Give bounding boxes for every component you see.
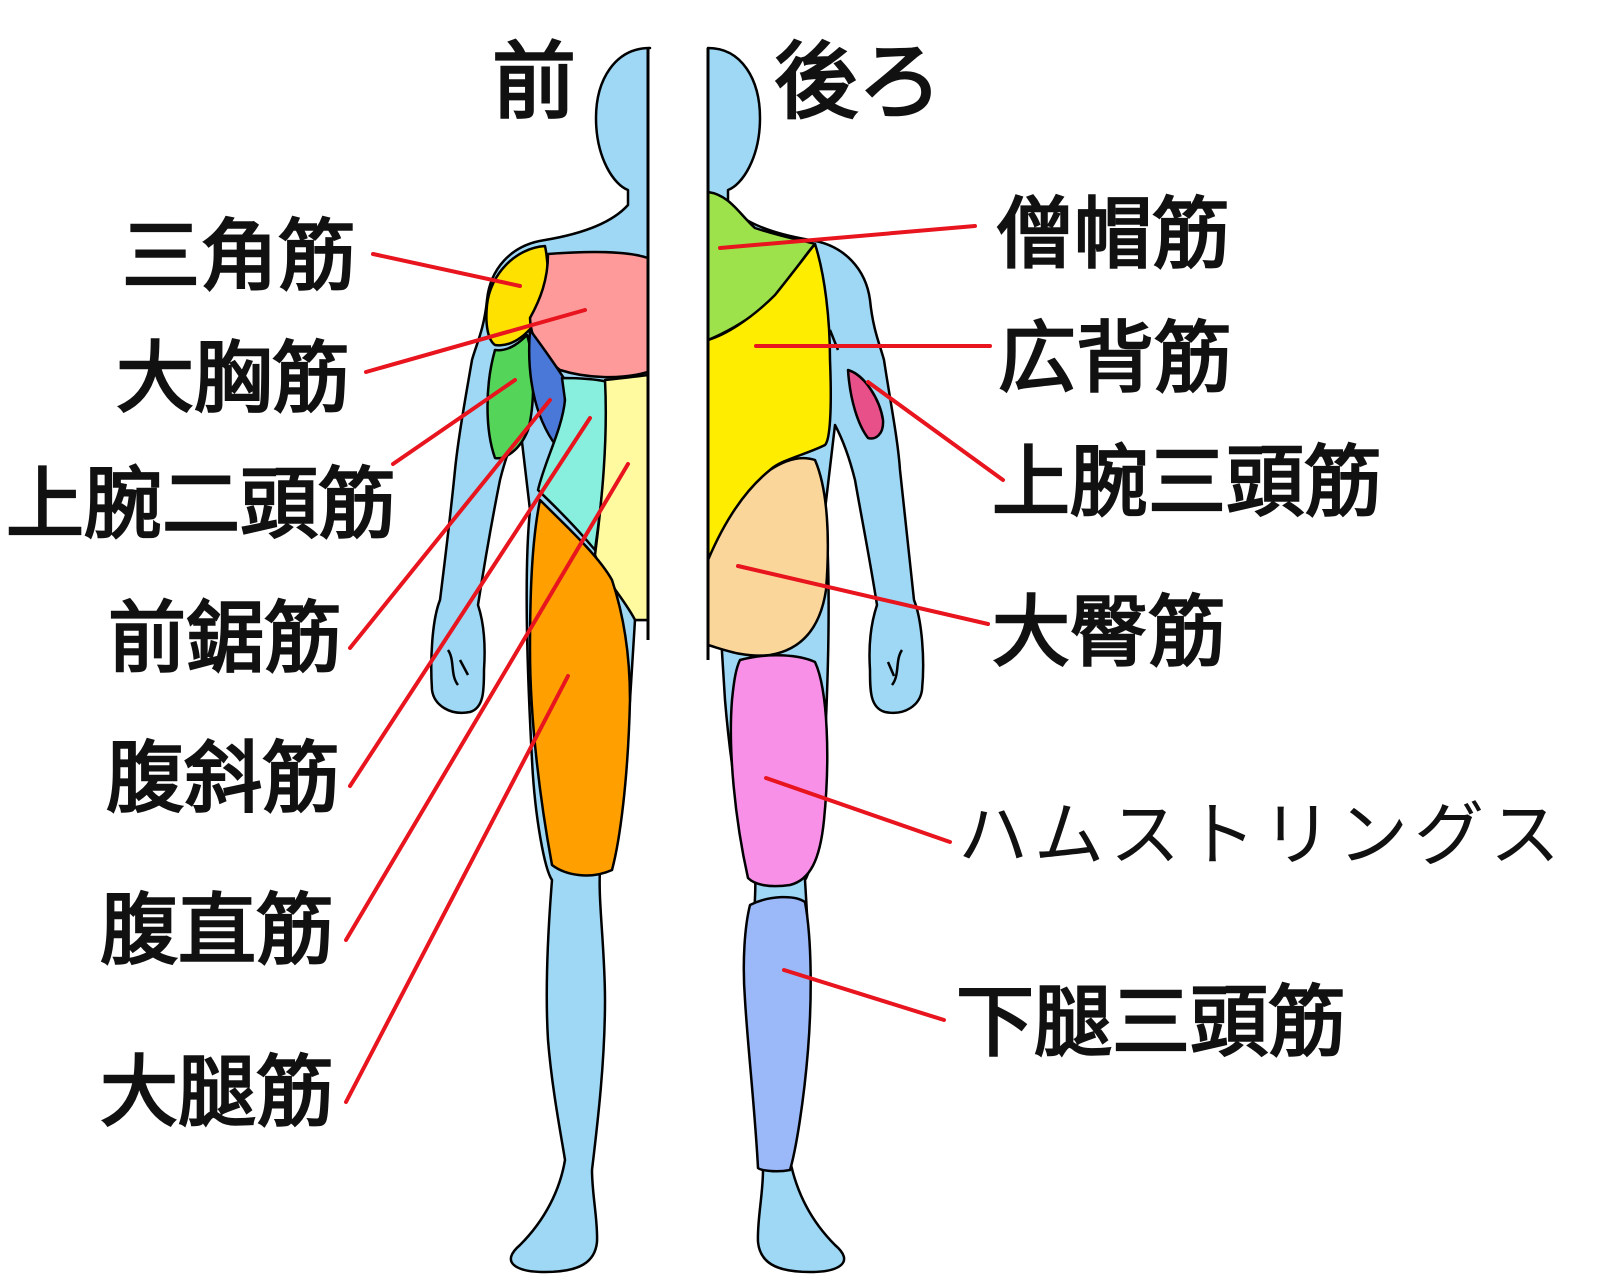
leader-triceps	[866, 380, 1005, 482]
leader-pectoralis	[364, 308, 587, 374]
leader-biceps	[391, 378, 517, 466]
back-triceps-surae	[742, 895, 812, 1173]
label-triceps: 上腕三頭筋	[992, 438, 1383, 528]
label-hamstrings: ハムストリングス	[958, 794, 1566, 876]
leader-rectus	[344, 462, 630, 942]
front-hand-detail	[446, 649, 470, 686]
label-trapezius: 僧帽筋	[996, 190, 1231, 280]
label-rectus-abdominis: 腹直筋	[100, 886, 335, 976]
label-serratus-anterior: 前鋸筋	[108, 594, 343, 684]
label-quadriceps: 大腿筋	[100, 1048, 335, 1138]
label-deltoid: 三角筋	[122, 212, 357, 302]
front-heading: 前	[492, 33, 577, 131]
back-triceps	[846, 368, 885, 440]
leader-hamstrings	[764, 776, 952, 844]
back-hand-detail	[886, 649, 904, 686]
leader-lines	[344, 224, 1005, 1104]
back-hamstrings	[729, 653, 829, 888]
label-obliques: 腹斜筋	[106, 734, 341, 824]
leader-gluteus	[736, 564, 990, 626]
front-body	[430, 46, 652, 1274]
front-quadriceps	[528, 498, 632, 877]
label-gluteus-maximus: 大臀筋	[992, 588, 1227, 678]
leader-trapezius	[718, 224, 977, 250]
label-latissimus-dorsi: 広背筋	[998, 314, 1233, 404]
label-triceps-surae: 下腿三頭筋	[956, 978, 1347, 1068]
back-heading: 後ろ	[774, 32, 943, 131]
label-biceps: 上腕二頭筋	[6, 460, 397, 550]
leader-serratus	[348, 398, 552, 650]
leader-quadriceps	[344, 674, 570, 1104]
front-pectoralis	[528, 250, 650, 379]
leader-triceps-surae	[782, 968, 946, 1022]
label-pectoralis-major: 大胸筋	[116, 334, 351, 424]
leader-deltoid	[371, 252, 522, 288]
leader-obliques	[348, 416, 592, 788]
back-body	[706, 46, 925, 1274]
